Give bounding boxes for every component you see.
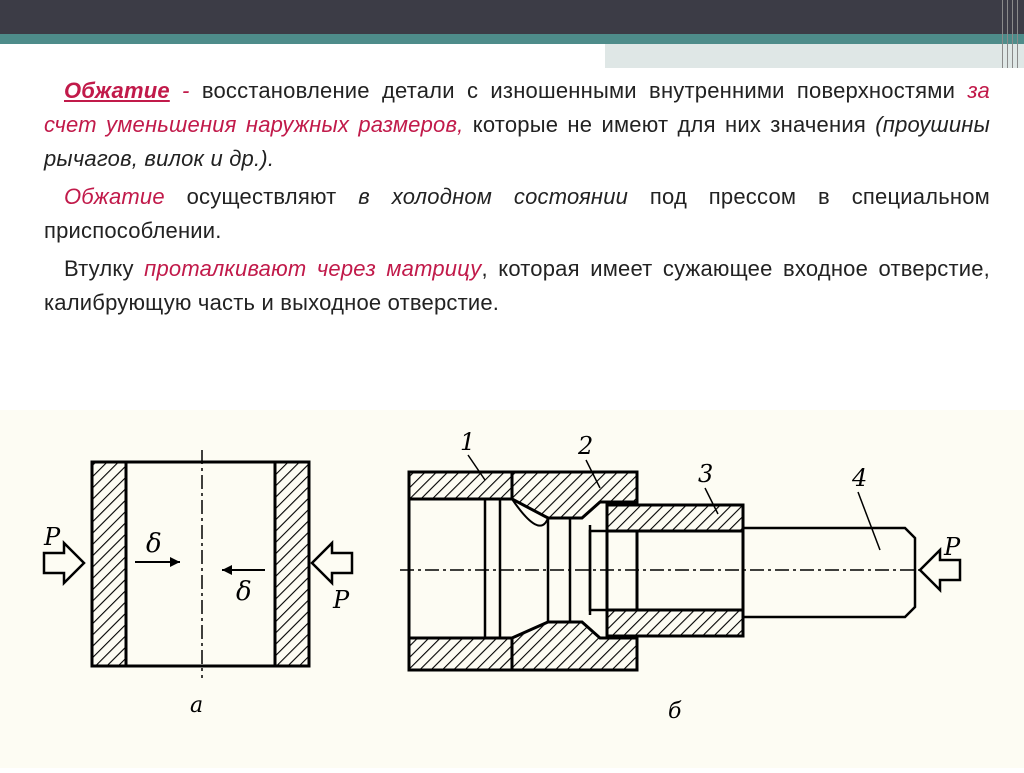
part-3-bottom (605, 608, 745, 638)
figure-a (42, 450, 354, 678)
part-2-die-top (510, 470, 639, 520)
paragraph-1: Обжатие - восстановление детали с изноше… (44, 74, 990, 176)
force-arrow-b (918, 546, 962, 594)
part-2-die-bottom (510, 620, 639, 672)
accent-stripe-light (605, 44, 1024, 68)
p1-text-1: восстановление детали с изношенными внут… (201, 78, 968, 103)
decorative-lines (998, 0, 1024, 68)
hatched-wall-right (273, 460, 311, 668)
paragraph-2: Обжатие осуществляют в холодном состояни… (44, 180, 990, 248)
force-label-b: P (943, 533, 961, 561)
hatched-wall-left (90, 460, 128, 668)
term-obzhatie-2: Обжатие (64, 184, 165, 209)
technical-drawing: P P δ δ а 1 2 3 4 P (0, 410, 1024, 768)
p2-text-1: осуществляют (164, 184, 359, 209)
title-bar (0, 0, 1024, 34)
p2-text-2: под прессом в специальном приспособлении… (44, 184, 990, 243)
accent-stripe (0, 34, 1024, 44)
part-1-bottom (407, 636, 514, 672)
dash: - (169, 78, 202, 103)
drawing-svg: P P δ δ а 1 2 3 4 P (42, 428, 962, 724)
paragraph-3: Втулку проталкивают через матрицу, котор… (44, 252, 990, 320)
p1-text-2: которые не имеют для них значения (463, 112, 876, 137)
figure-a-label: а (190, 693, 203, 718)
slide-body-text: Обжатие - восстановление детали с изноше… (44, 74, 990, 324)
part-label-3: 3 (698, 460, 713, 488)
force-label-left: P (43, 523, 61, 551)
term-obzhatie: Обжатие (64, 78, 170, 103)
part-3-top (605, 503, 745, 533)
p1-highlight: за счет уменьшения наружных размеров, (44, 78, 990, 137)
part-label-4: 4 (851, 464, 867, 492)
p3-text-2: , которая имеет сужающее входное отверст… (44, 256, 990, 315)
force-label-right: P (332, 586, 350, 614)
part-label-2: 2 (577, 432, 593, 460)
part-label-1: 1 (460, 428, 475, 456)
figure-b (400, 454, 962, 672)
force-arrow-right (310, 539, 354, 587)
delta-label-left: δ (146, 529, 162, 559)
p3-text-1: Втулку (64, 256, 145, 281)
p2-italic: в холодном состоянии (358, 184, 629, 209)
delta-label-right: δ (236, 577, 252, 607)
figure-b-label: б (668, 699, 682, 724)
p3-highlight: проталкивают через матрицу (144, 256, 482, 281)
p1-italic: (проушины рычагов, вилок и др.). (44, 112, 990, 171)
part-1-top (407, 470, 514, 501)
force-arrow-left (42, 539, 86, 587)
